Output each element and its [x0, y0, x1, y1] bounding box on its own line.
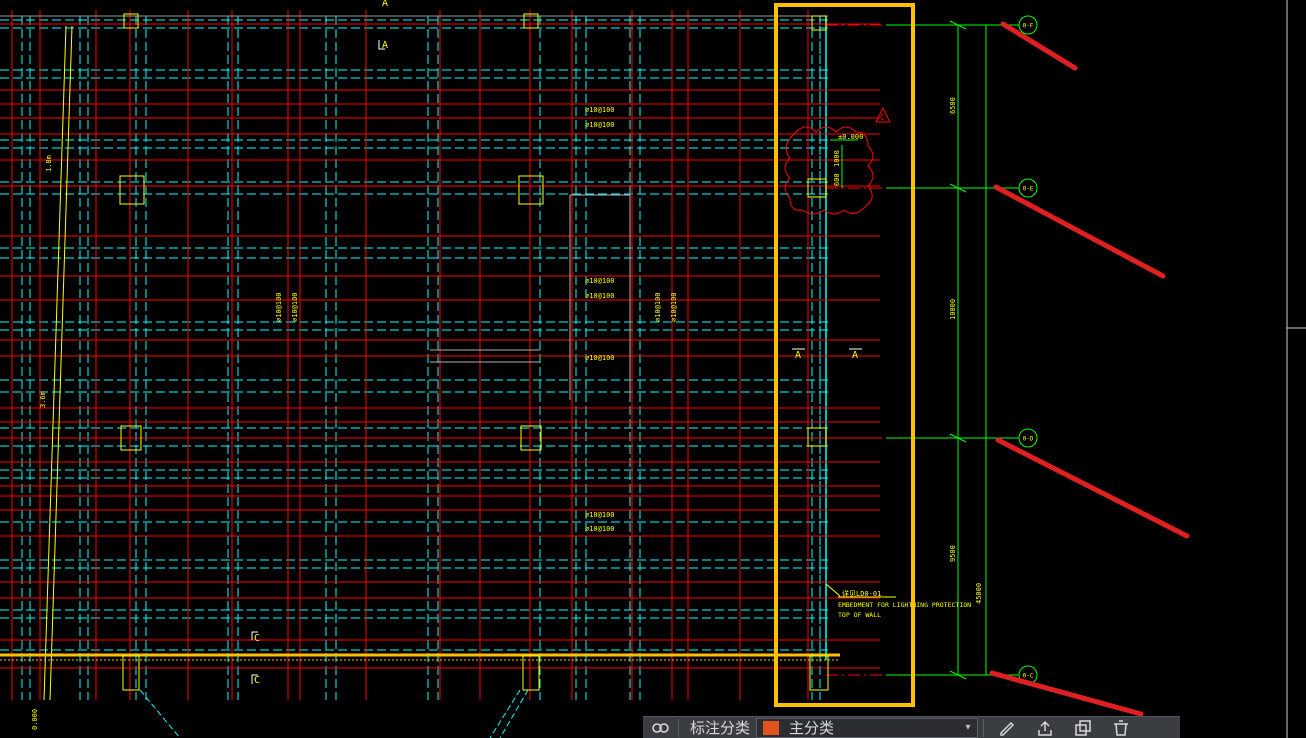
lightning-line1: EMBEDMENT FOR LIGHTNING PROTECTION [838, 601, 971, 609]
axis-bubble-label: 0-E [1023, 186, 1034, 193]
ramp-line [499, 689, 529, 738]
dimension-9500: 9500 [949, 545, 957, 562]
column [522, 655, 540, 691]
delete-icon[interactable] [1109, 717, 1133, 738]
dimension-tick [949, 20, 967, 30]
level-note: 3.6m [39, 391, 47, 408]
toolbar-tools [995, 717, 1147, 738]
axis-bubble-label: 0-F [1023, 23, 1034, 30]
slope-line [43, 25, 67, 701]
red-beam-lines [0, 10, 900, 700]
rebar-callout: ⌀10@100 [585, 106, 615, 114]
ramp-line [139, 689, 181, 738]
dimension-tick [949, 183, 967, 193]
ramp-line [489, 689, 521, 738]
section-mark-a-right: A [852, 350, 858, 361]
section-mark-c-upper: C [254, 633, 260, 644]
annotation-stroke [995, 437, 1190, 539]
column [119, 175, 145, 205]
rebar-callout: ⌀10@100 [585, 292, 615, 300]
dimension-45000: 45000 [975, 583, 983, 604]
column [807, 178, 827, 198]
rebar-callout: ⌀10@100 [275, 292, 283, 322]
annotation-stroke [989, 670, 1144, 717]
annotation-category-label: 标注分类 [690, 718, 751, 737]
toolbar-separator [983, 718, 985, 737]
rebar-callout: ⌀10@100 [654, 292, 662, 322]
green-axis-lines [886, 20, 1019, 680]
layer-category-value: 主分类 [789, 719, 835, 737]
annotation-toolbar: 标注分类 主分类 ▾ [643, 716, 1180, 738]
copy-icon[interactable] [1071, 717, 1095, 738]
annotation-stroke [993, 184, 1166, 279]
column [523, 13, 539, 29]
toolbar-separator [678, 718, 679, 737]
section-mark-a-top: A [382, 0, 388, 9]
highlight-rectangle [774, 3, 915, 707]
column [520, 425, 542, 451]
column [809, 655, 829, 691]
rebar-callout: ⌀10@100 [291, 292, 299, 322]
revision-mark: C [880, 113, 885, 122]
axis-bubble-0e[interactable]: 0-E [1018, 178, 1038, 198]
layer-color-swatch [763, 720, 780, 735]
revision-cloud [784, 126, 874, 215]
column [120, 425, 142, 451]
axis-bubble-label: 0-C [1023, 673, 1034, 680]
layer-category-select[interactable]: 主分类 ▾ [756, 717, 979, 738]
dimension-tick [949, 670, 967, 680]
column [518, 175, 544, 205]
lightning-label: 详见LD0-01 [842, 589, 881, 598]
section-mark-c-lower: C [254, 675, 260, 686]
column-markers [119, 13, 829, 691]
column [123, 13, 139, 29]
chevron-down-icon[interactable]: ▾ [965, 722, 971, 733]
annotation-stroke [1000, 21, 1078, 71]
section-mark-a-upper: A [382, 40, 388, 51]
cloud-dim-600: 600 [833, 173, 841, 186]
cloud-note: ±0.000 [838, 133, 863, 141]
axis-bubble-label: 0-D [1023, 436, 1034, 443]
axis-bubble-0d[interactable]: 0-D [1018, 428, 1038, 448]
edit-icon[interactable] [995, 717, 1019, 738]
toolbar-toggle-icon[interactable] [649, 717, 673, 738]
column [811, 15, 827, 31]
rebar-callout: ⌀10@100 [585, 277, 615, 285]
rebar-callout: ⌀10@100 [585, 525, 615, 533]
level-note: 0.000 [31, 709, 39, 730]
axis-bubble-0f[interactable]: 0-F [1018, 15, 1038, 35]
dimension-tick [949, 433, 967, 443]
lightning-leader [825, 583, 841, 597]
rebar-callout: ⌀10@100 [585, 354, 615, 362]
dimension-6500: 6500 [949, 97, 957, 114]
section-brackets [251, 40, 862, 684]
section-mark-a-left: A [795, 350, 801, 361]
rebar-callout: ⌀10@100 [670, 292, 678, 322]
column [807, 427, 827, 447]
share-icon[interactable] [1033, 717, 1057, 738]
lightning-line2: TOP OF WALL [838, 611, 881, 619]
red-annotation-strokes [989, 21, 1190, 717]
rebar-callout: ⌀10@100 [585, 121, 615, 129]
cloud-dim-1000: 1000 [833, 150, 841, 167]
cyan-wall-lines [0, 16, 828, 700]
column [122, 655, 140, 691]
slope-line [49, 25, 73, 701]
revision-triangle [875, 106, 891, 123]
drawing-outlines [0, 15, 840, 738]
rebar-callout: ⌀10@100 [585, 511, 615, 519]
level-note: 1.8m [45, 155, 53, 172]
dimension-10000: 10000 [949, 299, 957, 320]
